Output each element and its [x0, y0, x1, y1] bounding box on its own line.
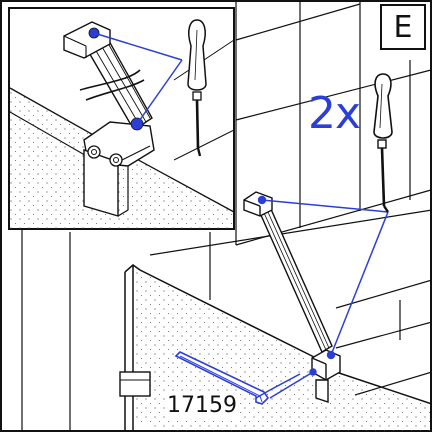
screwdriver-icon	[373, 73, 393, 213]
part-number: 17159	[165, 393, 239, 418]
step-label: E	[380, 4, 426, 50]
quantity-label: 2x	[308, 88, 361, 139]
glass-panel	[119, 264, 432, 431]
callout-lines	[261, 199, 389, 399]
hex-key-icon	[174, 351, 301, 405]
detail-inset	[8, 7, 235, 230]
